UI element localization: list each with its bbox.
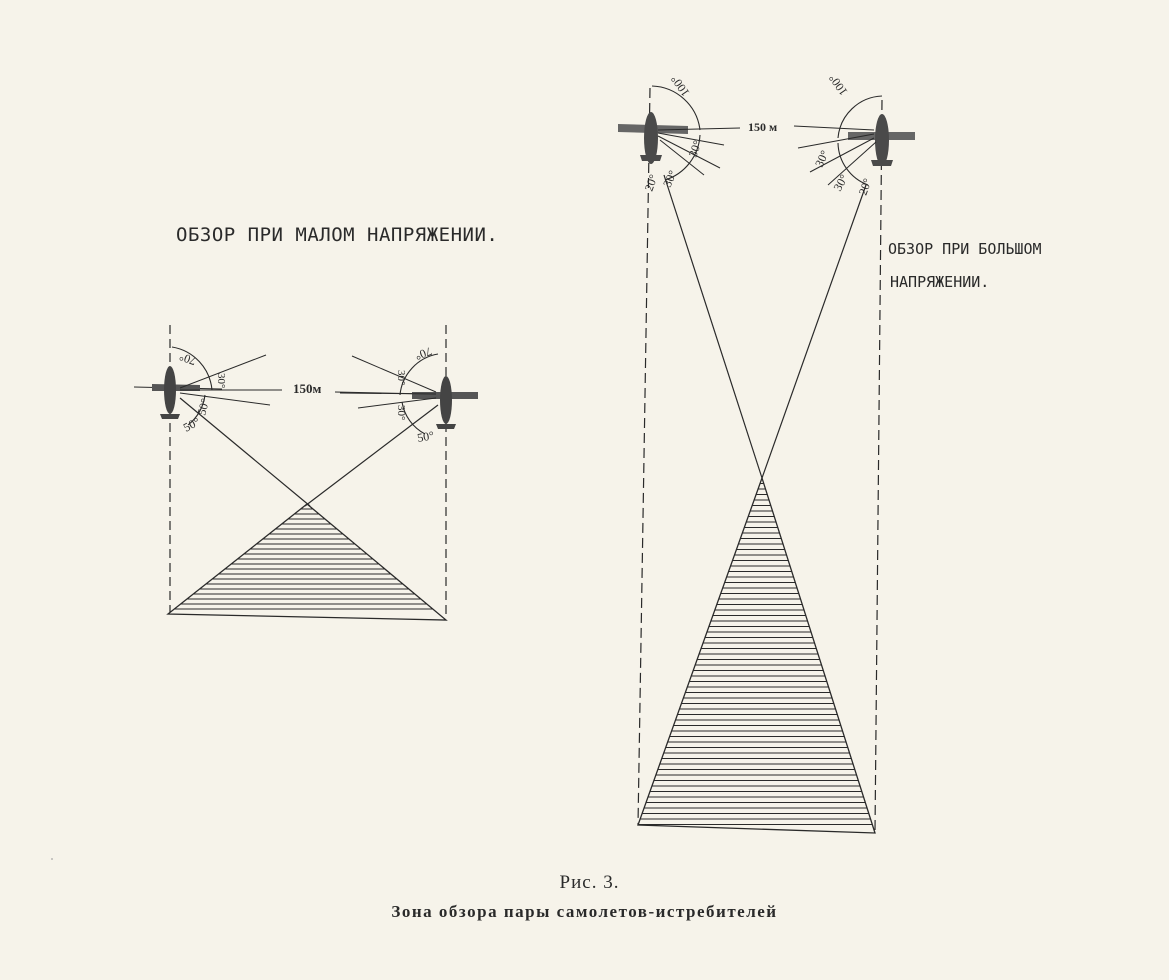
figure-title: Зона обзора пары самолетов-истребителей: [391, 902, 778, 921]
left-hatched-zone: [174, 508, 433, 610]
left-plane-angle-4: 50°: [194, 397, 212, 417]
left-plane-sight-line: [179, 397, 311, 507]
right-left-sight-line: [663, 174, 763, 479]
right-right-plane-projection-line: [874, 99, 883, 833]
left-diagram-plane-left: [133, 346, 282, 426]
scan-speckle: [51, 858, 53, 860]
right-zone-outline: [637, 475, 876, 834]
right-hatched-zone: [638, 483, 873, 825]
right-distance-label: 150 м: [748, 120, 777, 134]
left-plane-angle-2: 30°: [215, 373, 227, 388]
left-plane-angle-3: 50°: [181, 414, 203, 434]
right-plane-angle-1: 70°: [413, 344, 434, 363]
right-right-plane-angle-4: 20°: [856, 176, 875, 197]
right-right-plane-angle-3: 30°: [830, 172, 851, 194]
right-diagram-heading-line2: НАПРЯЖЕНИИ.: [890, 273, 989, 291]
left-diagram: ОБЗОР ПРИ МАЛОМ НАПРЯЖЕНИИ.: [133, 224, 498, 621]
right-plane-sight-line: [304, 404, 439, 507]
right-left-plane-angle-4: 20°: [642, 172, 661, 193]
left-diagram-plane-right: [334, 353, 479, 435]
figure-caption: Рис. 3. Зона обзора пары самолетов-истре…: [0, 872, 1169, 922]
right-left-plane-projection-line: [637, 87, 651, 826]
right-plane-angle-4: 50°: [416, 428, 435, 445]
right-diagram-plane-right: [793, 95, 915, 186]
right-right-plane-angle-2: 30°: [812, 148, 832, 169]
left-zone-outline: [166, 503, 448, 621]
right-left-plane-angle-1: 100°: [668, 72, 693, 99]
right-diagram-plane-left: [618, 85, 741, 181]
right-left-plane-angle-3: 30°: [660, 168, 680, 189]
view-zone-diagram: ОБЗОР ПРИ МАЛОМ НАПРЯЖЕНИИ.: [51, 71, 1042, 860]
right-plane-angle-2: 30°: [395, 370, 407, 385]
right-right-plane-angle-1: 100°: [826, 71, 851, 98]
figure-number: Рис. 3.: [559, 872, 620, 893]
right-diagram-heading-line1: ОБЗОР ПРИ БОЛЬШОМ: [888, 240, 1042, 258]
left-distance-label: 150м: [293, 381, 322, 396]
right-right-sight-line: [761, 184, 867, 479]
right-left-plane-angle-2: 30°: [686, 138, 705, 159]
right-diagram: ОБЗОР ПРИ БОЛЬШОМ НАПРЯЖЕНИИ. 100°: [618, 71, 1042, 834]
left-plane-angle-1: 70°: [177, 349, 198, 368]
left-diagram-heading: ОБЗОР ПРИ МАЛОМ НАПРЯЖЕНИИ.: [176, 224, 498, 246]
right-plane-angle-3: 30°: [395, 405, 407, 420]
